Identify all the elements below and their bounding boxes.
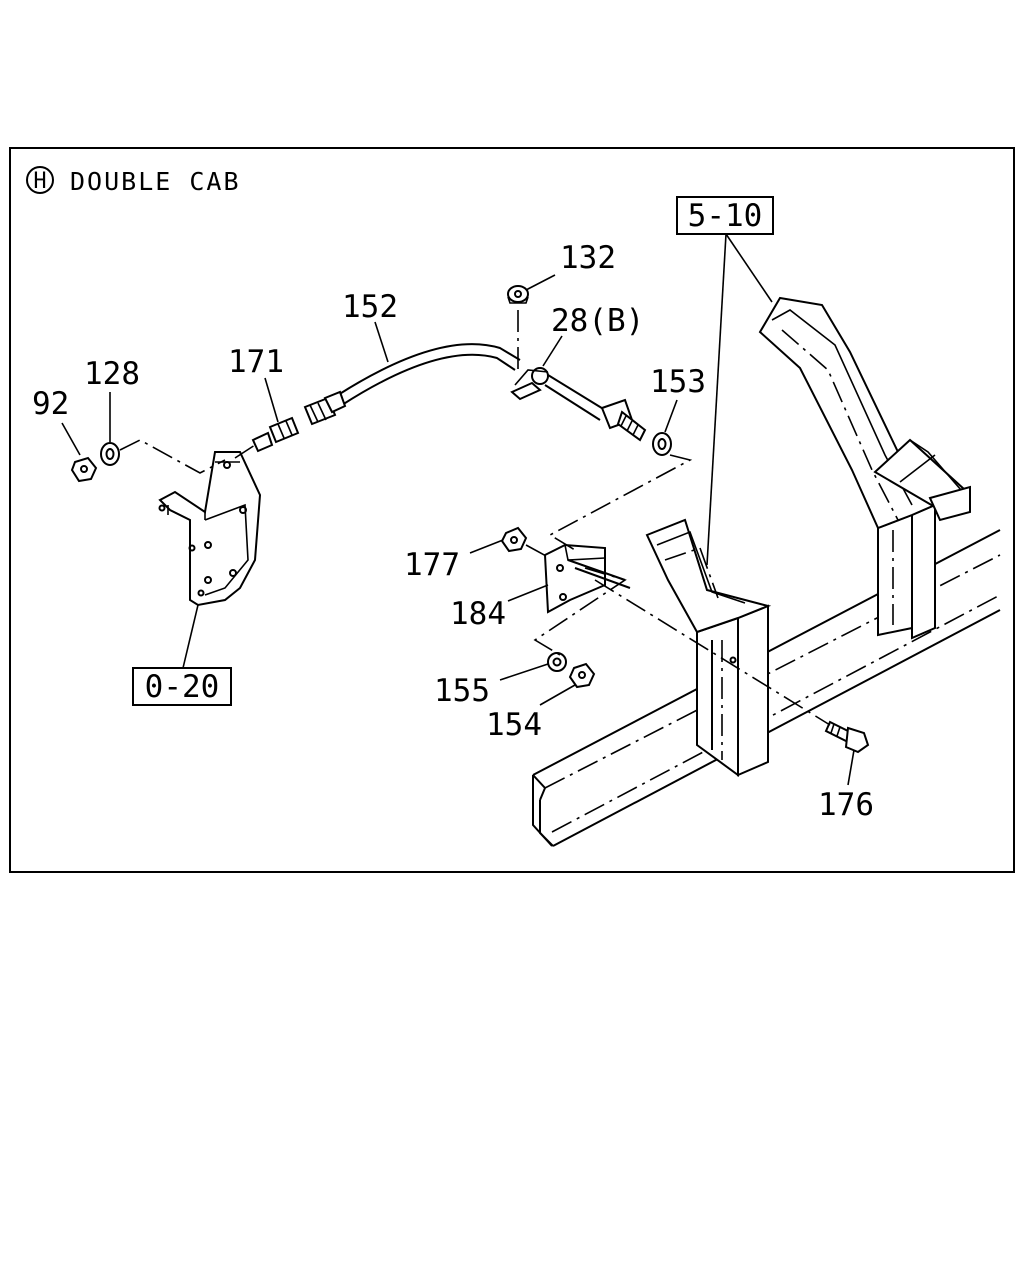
callout-132: 132	[560, 240, 616, 276]
hose-assembly	[251, 285, 647, 453]
assembly-lines	[119, 310, 831, 726]
left-bracket	[158, 451, 262, 607]
callout-171: 171	[228, 344, 284, 380]
ref-box-5-10: 5-10	[676, 196, 774, 235]
callout-28b: 28(B)	[551, 303, 644, 339]
leader-lines	[61, 233, 855, 786]
ref-label-0-20: 0-20	[145, 669, 220, 705]
frame-rail	[532, 296, 1001, 847]
section-marker-circle	[26, 166, 54, 194]
callout-152: 152	[342, 289, 398, 325]
callout-128: 128	[84, 356, 140, 392]
section-marker: H	[33, 169, 46, 194]
small-parts	[70, 432, 870, 754]
callout-184: 184	[450, 596, 506, 632]
callout-176: 176	[818, 787, 874, 823]
callout-153: 153	[650, 364, 706, 400]
diagram-frame	[9, 147, 1015, 873]
ref-label-5-10: 5-10	[688, 198, 763, 234]
section-header: H DOUBLE CAB	[26, 166, 241, 196]
ref-box-0-20: 0-20	[132, 667, 232, 706]
section-title: DOUBLE CAB	[70, 167, 241, 196]
callout-155: 155	[434, 673, 490, 709]
callout-177: 177	[404, 547, 460, 583]
callout-154: 154	[486, 707, 542, 743]
callout-labels: 92 128 171 152 132 28(B) 153 177 184 155…	[32, 240, 874, 823]
callout-92: 92	[32, 386, 69, 422]
